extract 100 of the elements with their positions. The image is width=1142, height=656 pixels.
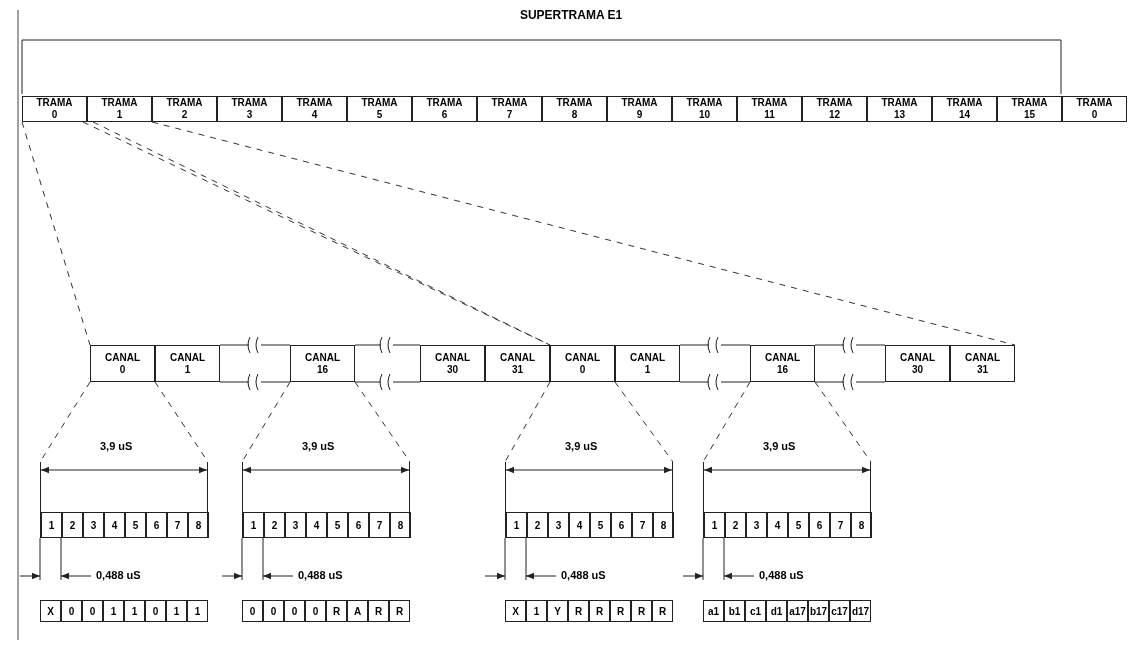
frame-box: TRAMA 5 <box>347 96 412 122</box>
channel-box: CANAL 0 <box>90 345 155 382</box>
bit-value-cell: R <box>589 600 610 622</box>
frame-box: TRAMA 13 <box>867 96 932 122</box>
frame-box: TRAMA 9 <box>607 96 672 122</box>
dimension-label: 0,488 uS <box>759 569 804 581</box>
bit-value-cell: R <box>631 600 652 622</box>
bit-cell: 7 <box>167 512 188 538</box>
frame-box: TRAMA 2 <box>152 96 217 122</box>
channel-box: CANAL 31 <box>485 345 550 382</box>
zoom-line <box>504 381 551 463</box>
bit-cell: 4 <box>306 512 327 538</box>
frame-box: TRAMA 0 <box>22 96 87 122</box>
bit-value-cell: a1 <box>703 600 724 622</box>
channel-box: CANAL 30 <box>885 345 950 382</box>
diagram-title: SUPERTRAMA E1 <box>518 8 624 22</box>
bit-value-cell: R <box>368 600 389 622</box>
bit-value-cell: X <box>505 600 526 622</box>
dimension-label: 0,488 uS <box>298 569 343 581</box>
bit-value-cell: R <box>652 600 673 622</box>
bit-cell: 4 <box>767 512 788 538</box>
bit-value-cell: 1 <box>124 600 145 622</box>
bit-cell: 5 <box>125 512 146 538</box>
bit-cell: 1 <box>704 512 725 538</box>
bit-cell: 6 <box>348 512 369 538</box>
bit-cell: 8 <box>188 512 209 538</box>
bit-value-cell: 0 <box>61 600 82 622</box>
channel-box: CANAL 1 <box>155 345 220 382</box>
channel-box: CANAL 31 <box>950 345 1015 382</box>
bit-frame <box>40 462 208 538</box>
channel-box: CANAL 16 <box>750 345 815 382</box>
zoom-line <box>21 121 91 346</box>
bit-cell: 1 <box>41 512 62 538</box>
bit-value-cell: A <box>347 600 368 622</box>
frame-box: TRAMA 7 <box>477 96 542 122</box>
bit-cell: 1 <box>243 512 264 538</box>
zoom-line <box>614 381 674 463</box>
frame-box: TRAMA 14 <box>932 96 997 122</box>
bit-cell: 2 <box>62 512 83 538</box>
bit-cell: 5 <box>788 512 809 538</box>
channel-box: CANAL 1 <box>615 345 680 382</box>
bit-value-cell: 1 <box>103 600 124 622</box>
bit-cell: 8 <box>851 512 872 538</box>
bit-frame <box>505 462 673 538</box>
bit-value-cell: 1 <box>187 600 208 622</box>
frame-box: TRAMA 0 <box>1062 96 1127 122</box>
dimension-label: 0,488 uS <box>96 569 141 581</box>
bit-frame <box>242 462 410 538</box>
bit-cell: 7 <box>369 512 390 538</box>
bit-value-cell: 0 <box>82 600 103 622</box>
bit-value-cell: b1 <box>724 600 745 622</box>
bit-value-cell: R <box>326 600 347 622</box>
bit-cell: 2 <box>264 512 285 538</box>
bit-value-cell: R <box>568 600 589 622</box>
bit-cell: 3 <box>83 512 104 538</box>
frame-box: TRAMA 11 <box>737 96 802 122</box>
bit-value-cell: c17 <box>829 600 850 622</box>
bit-cell: 3 <box>548 512 569 538</box>
zoom-line <box>354 381 411 463</box>
bit-value-cell: 0 <box>263 600 284 622</box>
dimension-label: 3,9 uS <box>763 440 796 452</box>
bit-cell: 6 <box>809 512 830 538</box>
bit-cell: 6 <box>146 512 167 538</box>
bit-cell: 7 <box>632 512 653 538</box>
bit-value-cell: Y <box>547 600 568 622</box>
dimension-label: 0,488 uS <box>561 569 606 581</box>
bit-value-cell: 1 <box>166 600 187 622</box>
bit-frame <box>703 462 871 538</box>
bit-value-cell: 1 <box>526 600 547 622</box>
bit-cell: 7 <box>830 512 851 538</box>
channel-box: CANAL 16 <box>290 345 355 382</box>
bit-value-cell: 0 <box>284 600 305 622</box>
frame-box: TRAMA 4 <box>282 96 347 122</box>
channel-box: CANAL 30 <box>420 345 485 382</box>
bit-cell: 4 <box>569 512 590 538</box>
zoom-line <box>151 121 1016 346</box>
frame-box: TRAMA 1 <box>87 96 152 122</box>
bit-cell: 4 <box>104 512 125 538</box>
bit-value-cell: d1 <box>766 600 787 622</box>
bit-cell: 2 <box>725 512 746 538</box>
bit-value-cell: d17 <box>850 600 871 622</box>
dimension-label: 3,9 uS <box>565 440 598 452</box>
bit-value-cell: c1 <box>745 600 766 622</box>
bit-cell: 2 <box>527 512 548 538</box>
bit-value-cell: a17 <box>787 600 808 622</box>
frame-box: TRAMA 3 <box>217 96 282 122</box>
bit-value-cell: R <box>610 600 631 622</box>
zoom-line <box>702 381 751 463</box>
bit-cell: 8 <box>653 512 674 538</box>
bit-cell: 3 <box>285 512 306 538</box>
bit-cell: 8 <box>390 512 411 538</box>
frame-box: TRAMA 6 <box>412 96 477 122</box>
bit-value-cell: 0 <box>145 600 166 622</box>
bit-value-cell: 0 <box>242 600 263 622</box>
dimension-label: 3,9 uS <box>302 440 335 452</box>
bit-value-cell: b17 <box>808 600 829 622</box>
bit-cell: 5 <box>327 512 348 538</box>
bit-value-cell: 0 <box>305 600 326 622</box>
dimension-label: 3,9 uS <box>100 440 133 452</box>
frame-box: TRAMA 8 <box>542 96 607 122</box>
